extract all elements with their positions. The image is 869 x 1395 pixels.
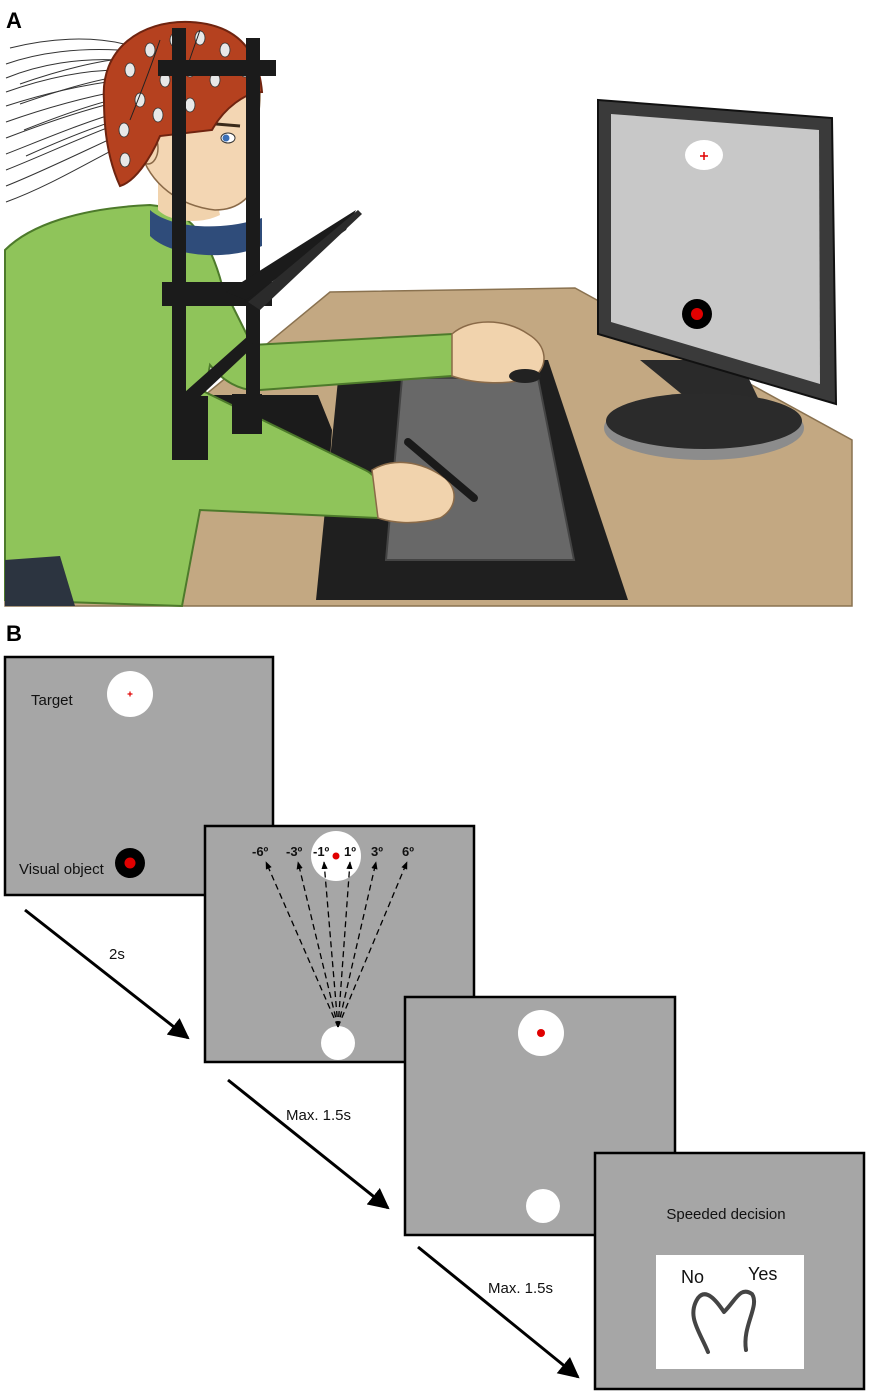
mouse — [509, 369, 541, 383]
target-dot — [332, 852, 340, 860]
trajectory-plus-3 — [337, 861, 378, 1028]
angle-label: -1º — [313, 844, 330, 859]
response-panel — [656, 1255, 804, 1369]
trajectory-minus-3 — [296, 861, 339, 1028]
experiment-illustration — [4, 20, 853, 608]
screen-1-target-presentation: Target Visual object — [3, 655, 275, 897]
option-yes: Yes — [748, 1264, 777, 1284]
hand-with-pen — [371, 461, 455, 524]
angle-label: 1º — [344, 844, 356, 859]
panel-a-label: A — [6, 8, 22, 33]
drawn-trajectory-scribble — [691, 1289, 757, 1354]
angle-label: 3º — [371, 844, 383, 859]
timing-label-2: Max. 1.5s — [286, 1107, 351, 1124]
screen-4-speeded-decision: Speeded decision No Yes — [593, 1151, 866, 1391]
option-no: No — [681, 1267, 704, 1287]
monitor — [597, 98, 838, 460]
trajectory-minus-1 — [321, 861, 339, 1028]
monitor-screen — [611, 114, 820, 384]
angle-label: -6º — [252, 844, 269, 859]
timing-arrow-1 — [24, 908, 190, 1040]
chinrest-frame — [158, 28, 362, 460]
stylus-pen — [404, 438, 478, 502]
angle-label: 6º — [402, 844, 414, 859]
angle-label: -3º — [286, 844, 303, 859]
timing-label-3: Max. 1.5s — [488, 1280, 553, 1297]
dashed-trajectories — [265, 861, 408, 1028]
timing-arrow-3 — [417, 1245, 580, 1379]
decision-label: Speeded decision — [666, 1206, 785, 1223]
panel-b-label: B — [6, 621, 22, 646]
target-label: Target — [31, 692, 74, 709]
start-disc — [321, 1026, 355, 1060]
trajectory-minus-6 — [265, 861, 339, 1028]
timing-arrow-2 — [227, 1078, 390, 1210]
visual-object-label: Visual object — [19, 861, 105, 878]
hand-on-mouse — [451, 321, 545, 384]
trajectory-plus-1 — [337, 861, 353, 1028]
target-dot — [537, 1029, 545, 1037]
start-disc — [526, 1189, 560, 1223]
timing-label-1: 2s — [109, 946, 125, 963]
